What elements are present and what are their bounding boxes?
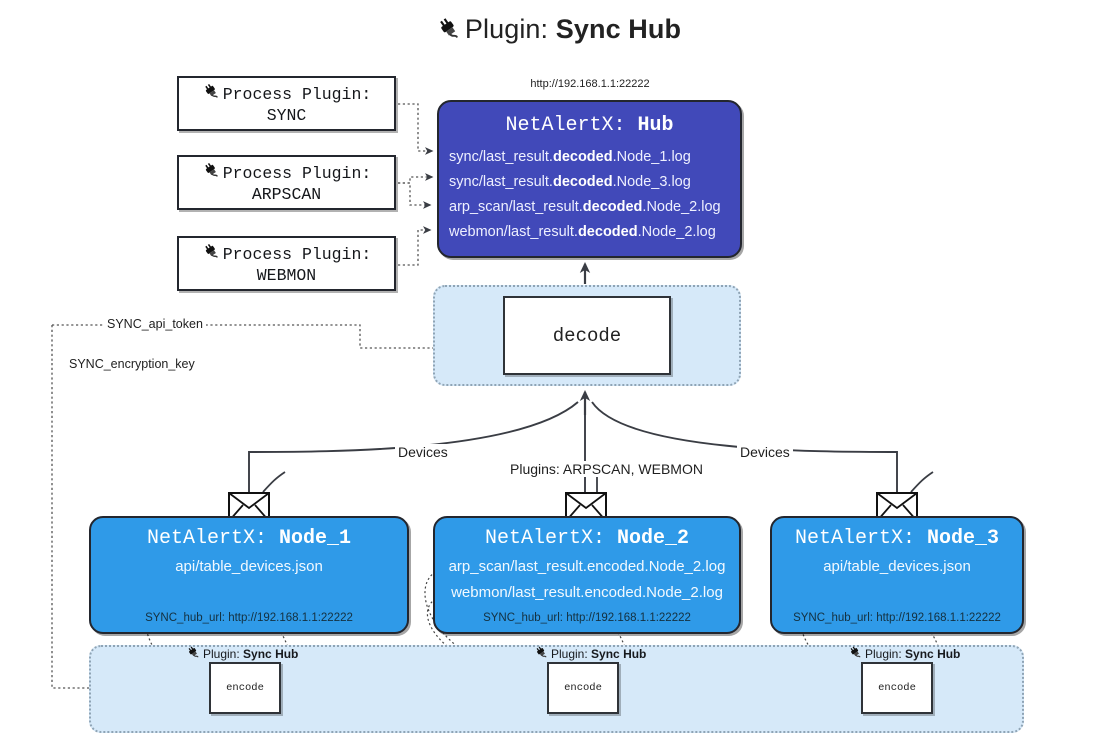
log-emphasis: decoded (552, 149, 613, 165)
title-name: Sync Hub (555, 14, 682, 44)
log-pre: sync/last_result. (449, 149, 553, 165)
node-title-name: Node_1 (279, 527, 352, 550)
log-pre: arp_scan/last_result. (449, 199, 583, 215)
process-plugin-arpscan[interactable]: Process Plugin: ARPSCAN (177, 155, 396, 210)
node-title-prefix: NetAlertX: (484, 527, 605, 550)
node-line: api/table_devices.json (823, 558, 971, 575)
hub-title: NetAlertX: Hub (439, 114, 740, 137)
node-title: NetAlertX: Node_3 (772, 527, 1022, 550)
plugins-label-center: Plugins: ARPSCAN, WEBMON (507, 461, 706, 477)
encode-label: encode (226, 682, 264, 694)
hub-title-name: Hub (637, 114, 674, 137)
log-pre: sync/last_result. (449, 174, 553, 190)
node-card-node-3[interactable]: NetAlertX: Node_3 api/table_devices.json… (770, 516, 1024, 634)
node-hub-url: SYNC_hub_url: http://192.168.1.1:22222 (793, 612, 1001, 624)
hub-log-row: arp_scan/last_result.decoded.Node_2.log (439, 195, 740, 220)
plug-icon (186, 645, 201, 663)
hub-title-prefix: NetAlertX: (505, 114, 626, 137)
devices-label-right: Devices (737, 444, 793, 460)
node-line-list: api/table_devices.json (772, 554, 1022, 580)
plugin-name: Sync Hub (591, 647, 647, 661)
node-title: NetAlertX: Node_1 (91, 527, 407, 550)
process-plugin-name: ARPSCAN (251, 185, 322, 204)
node-title: NetAlertX: Node_2 (435, 527, 739, 550)
encoder-plugin-label-1: Plugin: Sync Hub (186, 645, 298, 663)
encoder-plugin-label-2: Plugin: Sync Hub (534, 645, 646, 663)
hub-node[interactable]: NetAlertX: Hub sync/last_result.decoded.… (437, 100, 742, 258)
node-card-node-2[interactable]: NetAlertX: Node_2 arp_scan/last_result.e… (433, 516, 741, 634)
plug-icon (436, 16, 462, 49)
encode-box-2[interactable]: encode (547, 662, 619, 714)
decode-label: decode (552, 324, 622, 347)
log-emphasis: decoded (577, 224, 638, 240)
log-emphasis: decoded (582, 199, 643, 215)
plug-icon (202, 82, 221, 106)
log-pre: webmon/last_result. (449, 224, 578, 240)
log-post: .Node_1.log (612, 149, 691, 165)
node-title-name: Node_2 (617, 527, 690, 550)
decode-box[interactable]: decode (503, 296, 671, 375)
sync-encryption-key-label: SYNC_encryption_key (66, 357, 198, 371)
node-title-prefix: NetAlertX: (146, 527, 267, 550)
process-plugin-name: WEBMON (256, 266, 317, 285)
process-plugin-webmon[interactable]: Process Plugin: WEBMON (177, 236, 396, 291)
plugin-prefix: Plugin: (865, 647, 902, 661)
process-plugin-sync[interactable]: Process Plugin: SYNC (177, 76, 396, 131)
log-post: .Node_2.log (642, 199, 721, 215)
log-post: .Node_2.log (637, 224, 716, 240)
log-emphasis: decoded (552, 174, 613, 190)
node-line-list: arp_scan/last_result.encoded.Node_2.log … (435, 554, 739, 606)
plug-icon (202, 242, 221, 266)
plugin-name: Sync Hub (905, 647, 961, 661)
encode-label: encode (564, 682, 602, 694)
title-prefix: Plugin: (464, 14, 549, 44)
node-line-list: api/table_devices.json (91, 554, 407, 580)
page-title: Plugin: Sync Hub (0, 14, 1117, 49)
process-plugin-label: Process Plugin: (222, 163, 372, 183)
hub-log-row: sync/last_result.decoded.Node_3.log (439, 170, 740, 195)
node-hub-url: SYNC_hub_url: http://192.168.1.1:22222 (483, 612, 691, 624)
plugin-name: Sync Hub (243, 647, 299, 661)
encode-label: encode (878, 682, 916, 694)
plugin-prefix: Plugin: (203, 647, 240, 661)
plug-icon (202, 161, 221, 185)
hub-url-label: http://192.168.1.1:22222 (530, 78, 650, 90)
node-line: webmon/last_result.encoded.Node_2.log (451, 584, 723, 601)
node-title-prefix: NetAlertX: (794, 527, 915, 550)
node-line: arp_scan/last_result.encoded.Node_2.log (448, 558, 726, 575)
node-card-node-1[interactable]: NetAlertX: Node_1 api/table_devices.json… (89, 516, 409, 634)
node-title-name: Node_3 (927, 527, 1000, 550)
hub-log-row: sync/last_result.decoded.Node_1.log (439, 145, 740, 170)
plug-icon (848, 645, 863, 663)
process-plugin-label: Process Plugin: (222, 244, 372, 264)
node-line: api/table_devices.json (175, 558, 323, 575)
devices-label-left: Devices (395, 444, 451, 460)
process-plugin-name: SYNC (266, 106, 307, 125)
encode-box-3[interactable]: encode (861, 662, 933, 714)
process-plugin-label: Process Plugin: (222, 84, 372, 104)
log-post: .Node_3.log (612, 174, 691, 190)
hub-log-list: sync/last_result.decoded.Node_1.log sync… (439, 145, 740, 245)
node-hub-url: SYNC_hub_url: http://192.168.1.1:22222 (145, 612, 353, 624)
plug-icon (534, 645, 549, 663)
hub-log-row: webmon/last_result.decoded.Node_2.log (439, 220, 740, 245)
encode-box-1[interactable]: encode (209, 662, 281, 714)
encoder-plugin-label-3: Plugin: Sync Hub (848, 645, 960, 663)
sync-api-token-label: SYNC_api_token (104, 317, 206, 331)
plugin-prefix: Plugin: (551, 647, 588, 661)
